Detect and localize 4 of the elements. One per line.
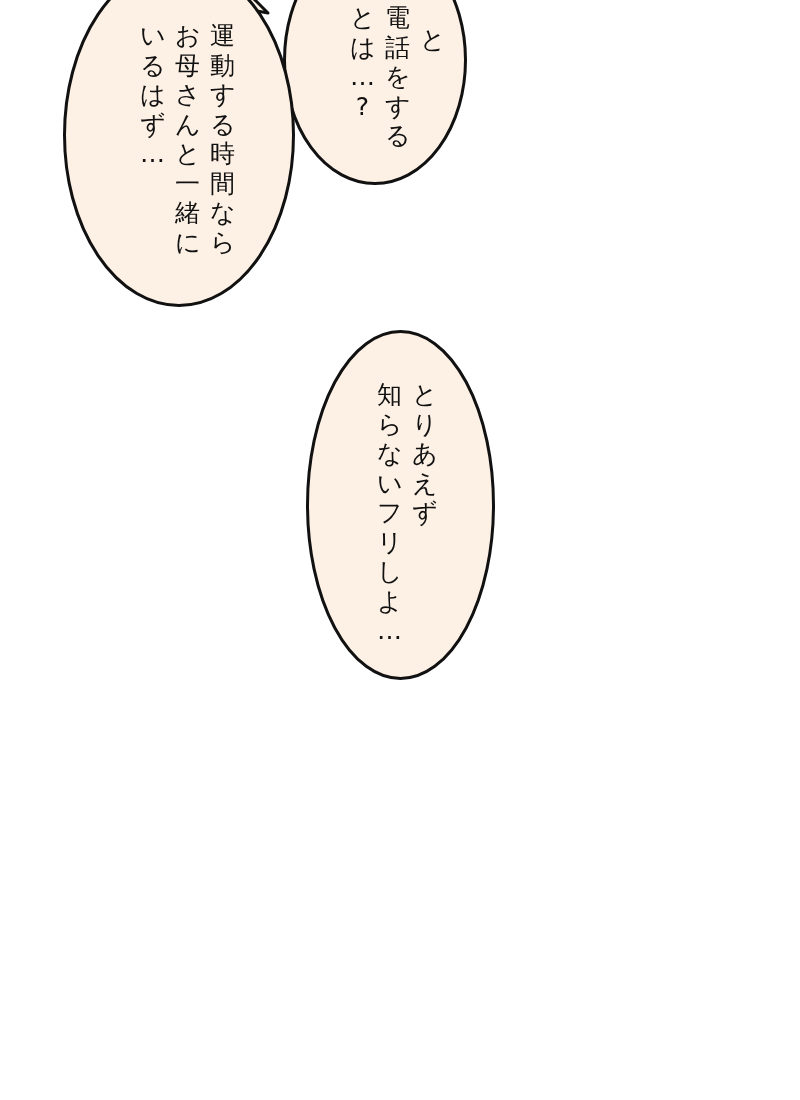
speech-bubble [283,0,467,185]
speech-text: とりあえず知らないフリしよ… [377,380,437,646]
speech-text: 運動する時間ならお母さんと一緒にいるはず… [140,21,235,257]
speech-bubble [306,330,495,680]
